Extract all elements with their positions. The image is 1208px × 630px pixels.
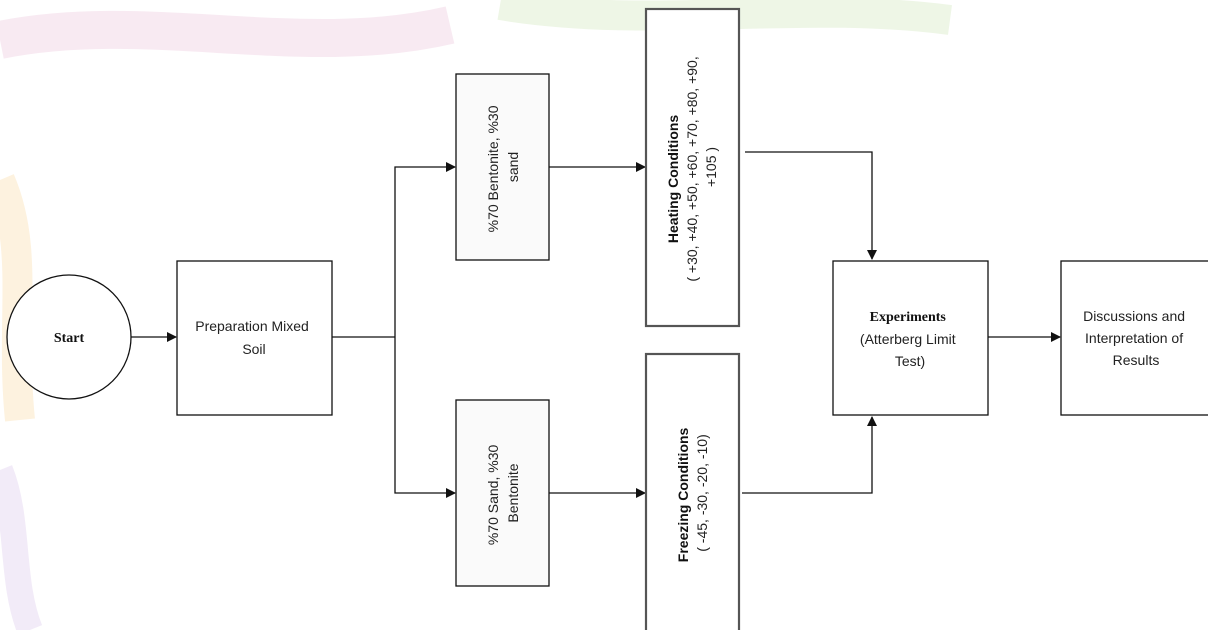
svg-text:%70 Bentonite, %30 sand: %70 Bentonite, %30 sand xyxy=(485,102,521,233)
mix-a-label-line1: %70 Bentonite, %30 xyxy=(485,105,501,232)
svg-text:Discussions and Interpre: Discussions and Interpretation of Result… xyxy=(1083,308,1189,368)
mix-a-node: %70 Bentonite, %30 sand xyxy=(455,73,550,261)
arrow-branch-to-mix-a xyxy=(394,162,456,337)
mix-b-node: %70 Sand, %30 Bentonite xyxy=(455,399,550,587)
heating-node: Heating Conditions ( +30, +40, +50, +60,… xyxy=(644,7,741,328)
connectors xyxy=(131,151,1061,498)
arrow-freezing-to-experiments xyxy=(742,416,877,494)
start-label: Start xyxy=(54,331,85,346)
experiments-subtitle-line1: (Atterberg Limit xyxy=(860,331,956,347)
svg-text:%70 Sand, %30 Bentonite: %70 Sand, %30 Bentonite xyxy=(485,441,521,545)
svg-text:Heating Conditions ( +3: Heating Conditions ( +30, +40, +50, +60,… xyxy=(665,52,719,281)
mix-b-label-line1: %70 Sand, %30 xyxy=(485,445,501,546)
heating-values-line2: +105 ) xyxy=(703,147,719,187)
freezing-title: Freezing Conditions xyxy=(675,427,691,562)
mix-a-label-line2: sand xyxy=(505,152,521,182)
svg-text:Preparation Mixed Soil: Preparation Mixed Soil xyxy=(195,318,313,357)
heating-values-line1: ( +30, +40, +50, +60, +70, +80, +90, xyxy=(684,56,700,281)
results-line3: Results xyxy=(1113,352,1160,368)
results-line2: Interpretation of xyxy=(1085,330,1183,346)
start-node: Start xyxy=(6,274,132,400)
freezing-values: ( -45, -30, -20, -10) xyxy=(694,434,710,552)
experiments-title: Experiments xyxy=(870,310,947,325)
svg-text:Experiments (Atterberg L: Experiments (Atterberg Limit Test) xyxy=(860,308,960,369)
arrow-heating-to-experiments xyxy=(745,151,877,260)
mix-b-label-line2: Bentonite xyxy=(505,463,521,522)
preparation-label-line2: Soil xyxy=(242,341,265,357)
preparation-node: Preparation Mixed Soil xyxy=(176,260,333,416)
experiments-node: Experiments (Atterberg Limit Test) xyxy=(832,260,989,416)
results-line1: Discussions and xyxy=(1083,308,1185,324)
preparation-label-line1: Preparation Mixed xyxy=(195,318,309,334)
arrow-branch-to-mix-b xyxy=(394,337,456,498)
svg-text:Freezing Conditions ( -: Freezing Conditions ( -45, -30, -20, -10… xyxy=(675,424,710,562)
experiments-subtitle-line2: Test) xyxy=(895,353,925,369)
results-node: Discussions and Interpretation of Result… xyxy=(1060,260,1208,416)
freezing-node: Freezing Conditions ( -45, -30, -20, -10… xyxy=(644,352,741,630)
heating-title: Heating Conditions xyxy=(665,115,681,244)
